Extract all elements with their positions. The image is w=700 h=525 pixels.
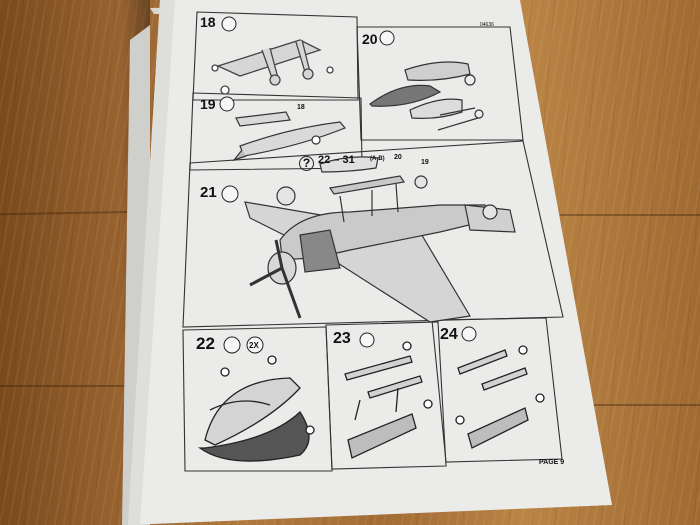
step-number-24: 24	[440, 326, 458, 343]
part-callout-20: 20	[394, 154, 402, 161]
multiplier-label: 2X	[249, 341, 259, 350]
range-callout: 22 – 31	[318, 154, 355, 166]
step-number-22: 22	[196, 334, 215, 353]
panel-step-23	[325, 321, 447, 470]
panel-step-22	[182, 326, 333, 472]
glue-icon	[221, 16, 237, 32]
step-number-21: 21	[200, 184, 217, 201]
glue-icon	[223, 336, 241, 354]
page-footer: PAGE 9	[539, 459, 565, 466]
panel-step-24	[431, 317, 563, 463]
step-number-23: 23	[333, 330, 351, 347]
glue-icon	[359, 332, 375, 348]
sheet-code: 04636	[480, 22, 494, 28]
multiplier-icon	[246, 336, 264, 354]
panel-step-21	[182, 140, 564, 328]
panel-step-20	[356, 26, 524, 141]
plank-seam	[0, 385, 140, 387]
glue-icon	[219, 96, 235, 112]
step-number-19: 19	[200, 96, 216, 112]
step-number-18: 18	[200, 14, 216, 30]
glue-icon	[461, 326, 477, 342]
step-number-20: 20	[362, 31, 378, 47]
panel-step-18	[192, 11, 359, 101]
range-callout-suffix: (A-B)	[370, 156, 385, 162]
part-callout-18: 18	[297, 104, 305, 111]
glue-icon	[221, 185, 239, 203]
plank-seam	[590, 404, 700, 406]
glue-icon	[379, 30, 395, 46]
plank-seam	[560, 214, 700, 216]
part-callout-19: 19	[421, 159, 429, 166]
question-callout-icon: ?	[299, 156, 314, 171]
